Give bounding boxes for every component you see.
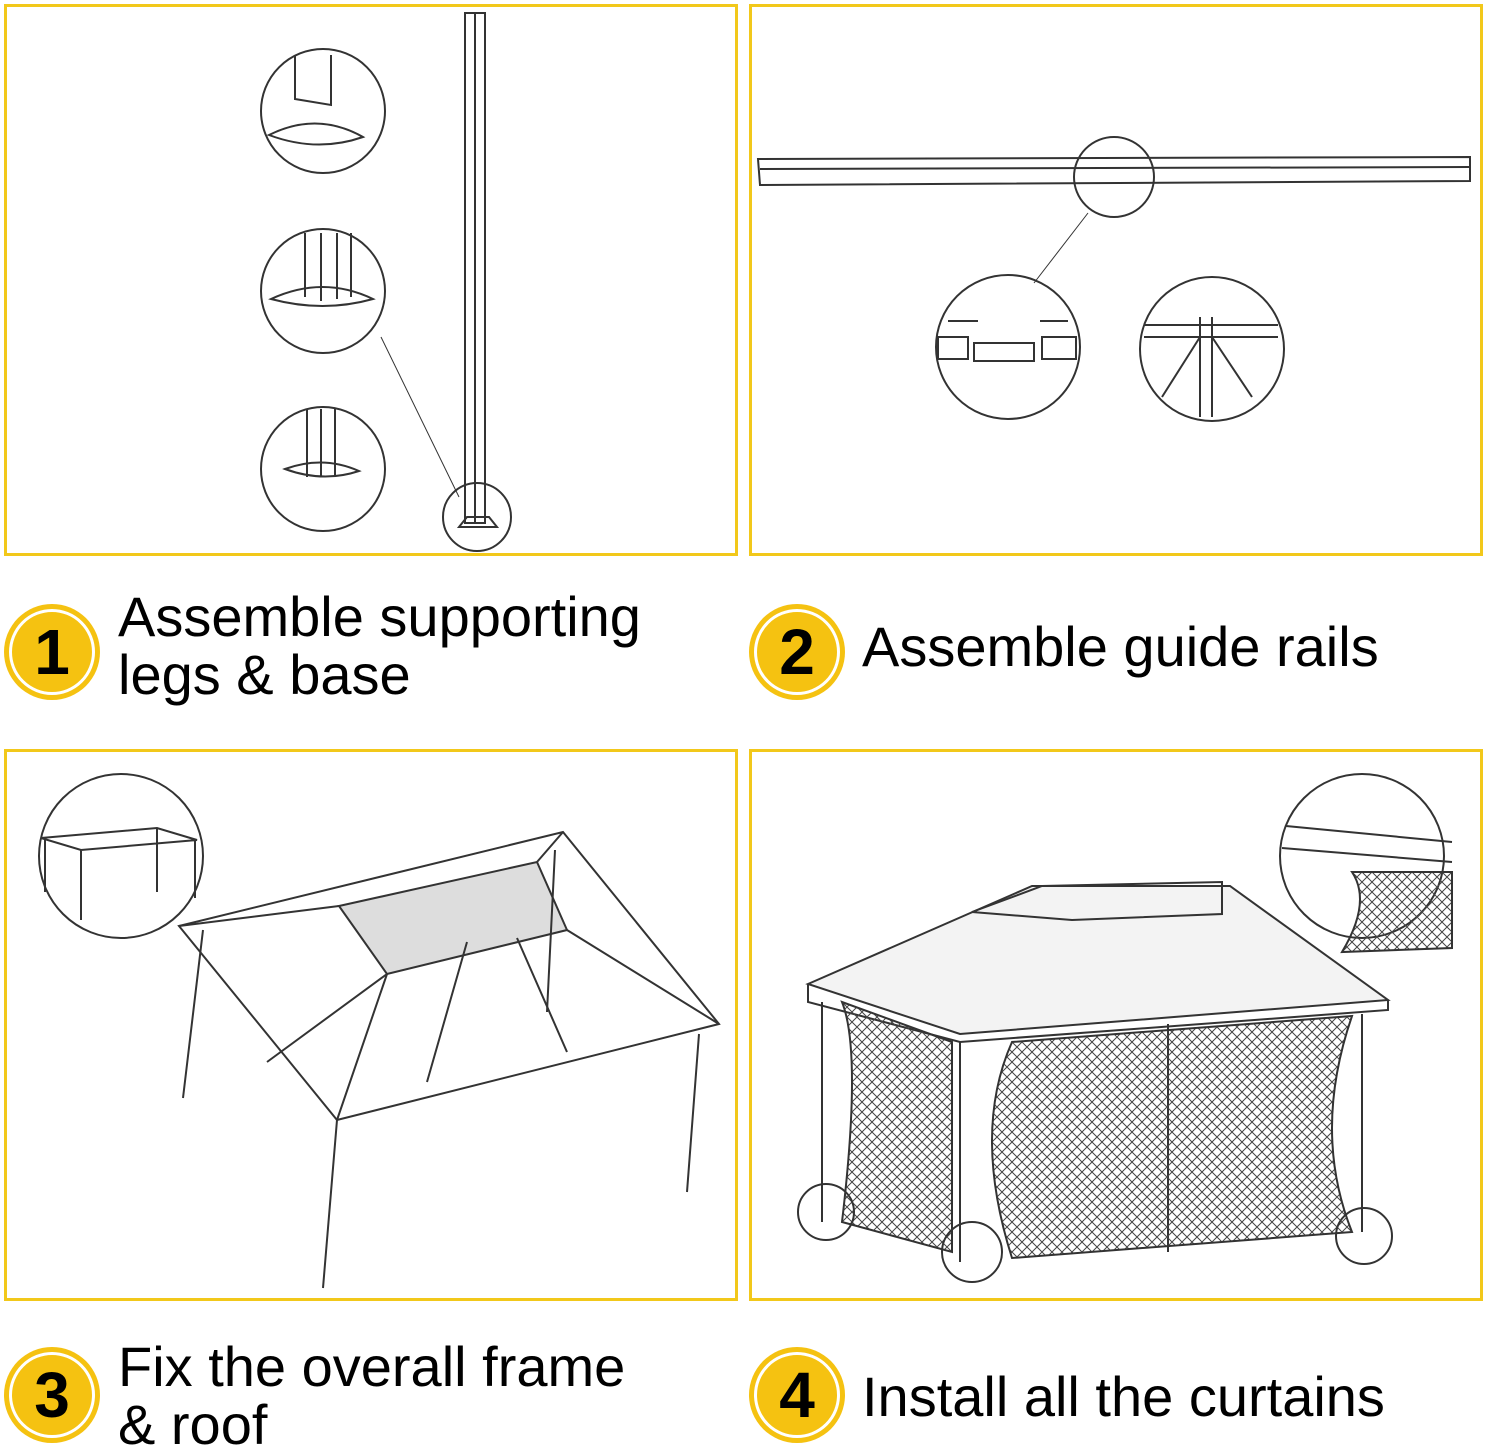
step-2-badge: 2 xyxy=(749,604,845,700)
caption-line: Install all the curtains xyxy=(862,1365,1385,1428)
step-1-badge: 1 xyxy=(4,604,100,700)
curtains-drawing xyxy=(797,773,1453,1283)
step-1-caption: Assemble supporting legs & base xyxy=(118,588,641,704)
step-3-illustration-panel xyxy=(4,749,738,1301)
caption-line: Assemble supporting xyxy=(118,585,641,648)
step-3-caption: Fix the overall frame & roof xyxy=(118,1338,625,1454)
step-number: 1 xyxy=(34,616,70,688)
step-2-caption: Assemble guide rails xyxy=(862,618,1379,676)
step-number: 4 xyxy=(779,1359,815,1431)
step-4-badge: 4 xyxy=(749,1347,845,1443)
guide-rails-drawing xyxy=(756,136,1471,422)
step-1-illustration-panel xyxy=(4,4,738,556)
caption-line: & roof xyxy=(118,1393,268,1456)
step-2-illustration-panel xyxy=(749,4,1483,556)
step-number: 2 xyxy=(779,616,815,688)
frame-roof-drawing xyxy=(38,773,721,1289)
caption-line: Fix the overall frame xyxy=(118,1335,626,1398)
caption-line: legs & base xyxy=(118,643,411,706)
step-number: 3 xyxy=(34,1359,70,1431)
step-4-caption: Install all the curtains xyxy=(862,1368,1385,1426)
step-3-badge: 3 xyxy=(4,1347,100,1443)
step-4-illustration-panel xyxy=(749,749,1483,1301)
leg-base-drawing xyxy=(260,12,512,552)
caption-line: Assemble guide rails xyxy=(862,615,1379,678)
